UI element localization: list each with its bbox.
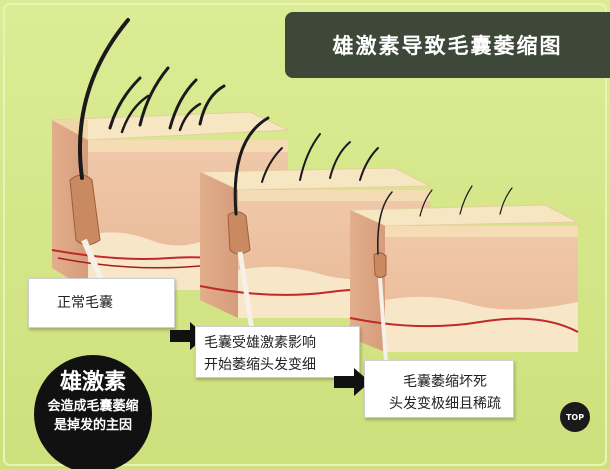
block1-epidermis-band [88,140,288,152]
stage-caption-atrophied: 毛囊萎缩坏死 头发变极细且稀疏 [364,360,514,418]
cause-line2: 是掉发的主因 [53,418,132,433]
stage3-line1: 毛囊萎缩坏死 [403,374,487,390]
block3-epidermis-band [385,226,578,237]
stage-caption-normal: 正常毛囊 [28,278,175,328]
block2-epidermis-band [238,190,430,201]
hair-strands [78,18,513,255]
skin-block-atrophied [349,204,579,363]
back-to-top-button[interactable]: TOP [560,402,590,432]
stage-caption-shrinking: 毛囊受雄激素影响 开始萎缩头发变细 [195,326,360,378]
arrow-right-icon [334,368,370,396]
block3-fat-layer [385,296,578,352]
block3-follicle [373,252,387,278]
block3-front [350,210,385,352]
androgen-cause-badge: 雄激素 会造成毛囊萎缩 是掉发的主因 [34,355,152,469]
cause-title: 雄激素 [59,370,126,395]
stage2-line2: 开始萎缩头发变细 [204,357,316,373]
stage2-line1: 毛囊受雄激素影响 [204,335,316,351]
block2-follicle-stem [237,251,255,331]
block3-vessel [349,317,579,333]
block1-follicle [69,174,101,246]
block2-front [200,172,238,318]
block2-follicle [227,211,251,255]
cause-line1: 会造成毛囊萎缩 [47,399,139,414]
stage3-line2: 头发变极细且稀疏 [389,396,501,412]
frame-border [3,3,607,466]
diagram-title: 雄激素导致毛囊萎缩图 [285,12,610,78]
block3-follicle-stem [378,277,388,363]
stage1-line1: 正常毛囊 [57,295,113,311]
